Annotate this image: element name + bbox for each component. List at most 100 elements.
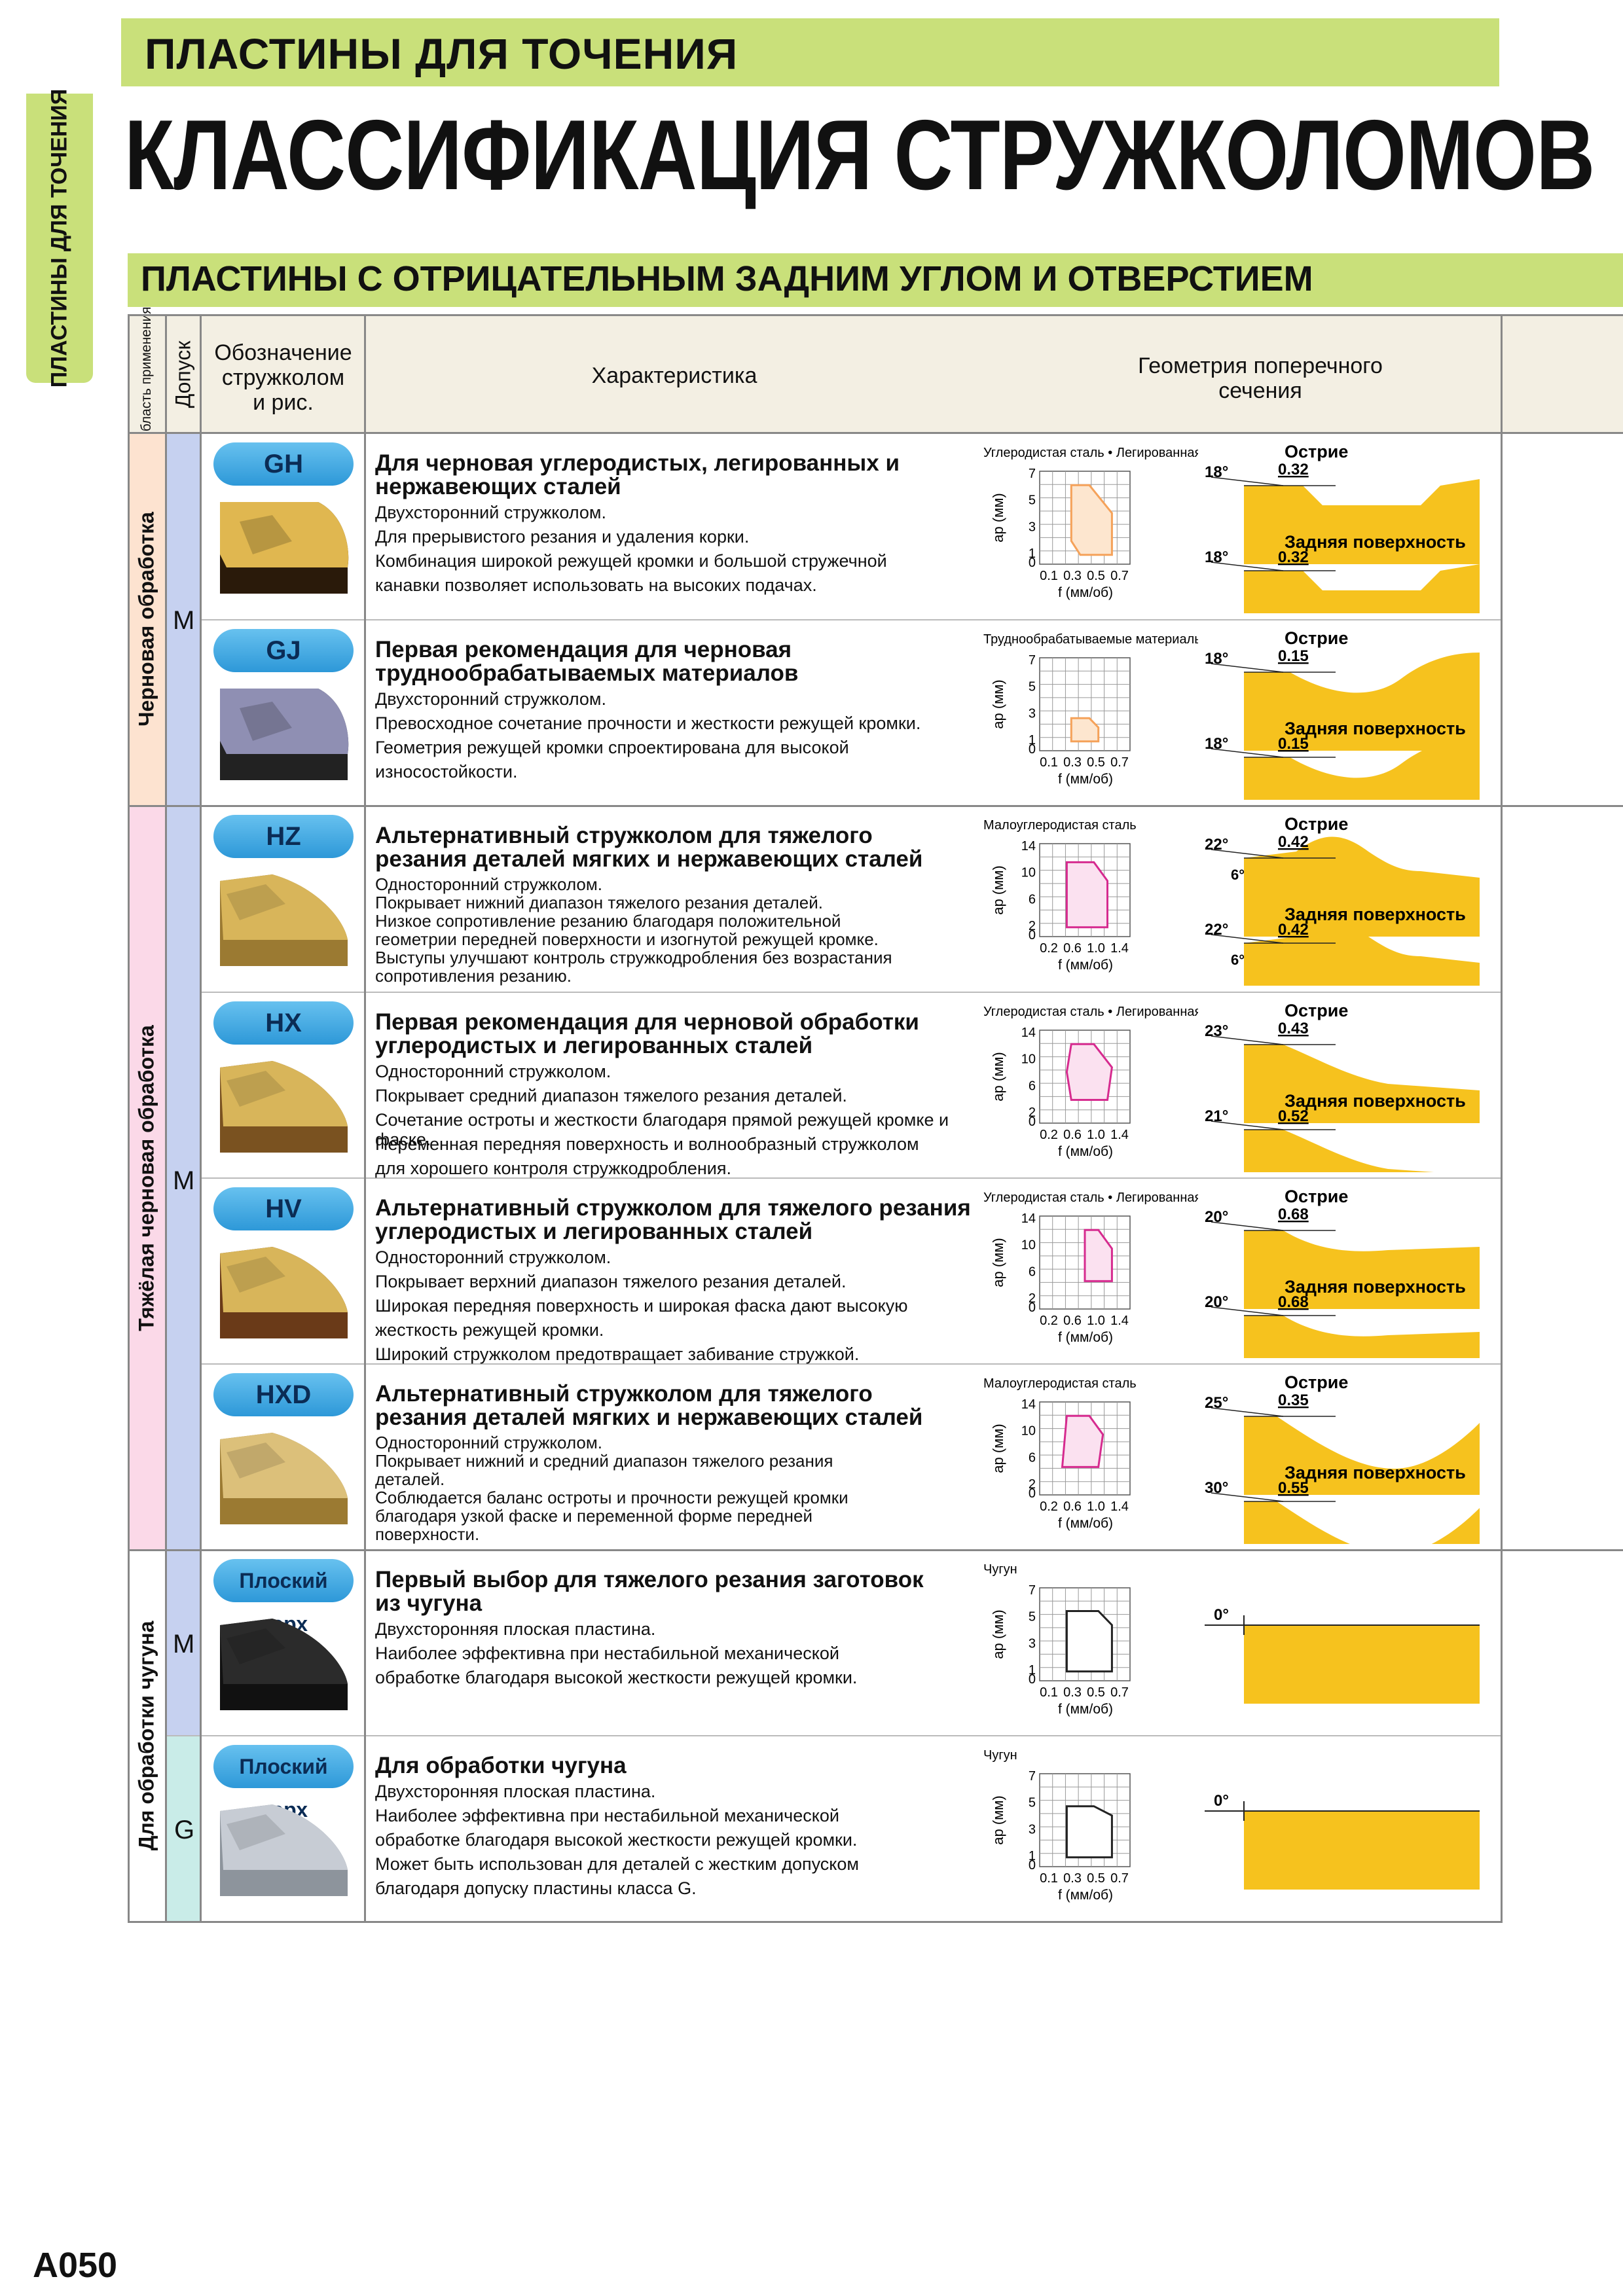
- angle-label: 22°: [1205, 921, 1228, 939]
- row-description-line: износостойкости.: [375, 762, 518, 781]
- chart-xtick: 0.5: [1087, 1871, 1105, 1886]
- chart-ylabel: ap (мм): [990, 1052, 1006, 1102]
- chart-xtick: 0.7: [1110, 755, 1129, 770]
- application-region: [1065, 861, 1108, 929]
- row-description-line: обработке благодаря высокой жесткости ре…: [375, 1830, 858, 1850]
- chart-xtick: 0.1: [1040, 1685, 1058, 1700]
- chart-ytick: 3: [1029, 520, 1036, 534]
- chipbreaker-code-badge: HX: [213, 1001, 354, 1045]
- row-description-line: Наиболее эффективна при нестабильной мех…: [375, 1643, 839, 1663]
- chart-ytick: 2: [1029, 919, 1036, 933]
- chart-xtick: 0.1: [1040, 755, 1058, 770]
- chart-xlabel: f (мм/об): [1058, 772, 1113, 787]
- row-title: Для черновая углеродистых, легированных …: [375, 450, 900, 476]
- angle-label: 21°: [1205, 1107, 1228, 1125]
- sharp-label: Острие: [1285, 442, 1348, 461]
- rear-label: Задняя поверхность: [1285, 905, 1466, 924]
- chart-xtick: 0.6: [1063, 1314, 1082, 1328]
- chart-ytick: 7: [1029, 467, 1036, 481]
- chart-ytick: 0: [1029, 928, 1036, 942]
- row-title: углеродистых и легированных сталей: [375, 1219, 813, 1244]
- chart-ytick: 14: [1021, 1397, 1036, 1412]
- chart-ytick: 6: [1029, 1079, 1036, 1093]
- chart-ytick: 5: [1029, 680, 1036, 694]
- region-label-rough: Черновая обработка: [134, 512, 158, 726]
- chart-ytick: 1: [1029, 1663, 1036, 1677]
- chart-ytick: 0: [1029, 1672, 1036, 1687]
- chart-xtick: 0.1: [1040, 1871, 1058, 1886]
- chart-ytick: 6: [1029, 1265, 1036, 1279]
- profile-fill: [1244, 653, 1480, 751]
- chart-xtick: 0.5: [1087, 755, 1105, 770]
- region-label-castiron: Для обработки чугуна: [134, 1621, 158, 1851]
- land-width-label: 0.32: [1278, 461, 1309, 478]
- angle-label: 18°: [1205, 735, 1228, 753]
- chart-ytick: 0: [1029, 556, 1036, 570]
- row-description-line: поверхности.: [375, 1524, 480, 1544]
- tolerance-cell-3: [166, 1550, 200, 1736]
- chart-xlabel: f (мм/об): [1058, 1330, 1113, 1345]
- row-title: из чугуна: [375, 1590, 483, 1616]
- table-header: [128, 315, 1623, 433]
- land-width-label: 0.42: [1278, 921, 1309, 939]
- chart-ytick: 14: [1021, 839, 1036, 853]
- chart-xtick: 0.3: [1063, 1871, 1082, 1886]
- row-title: Первый выбор для тяжелого резания загото…: [375, 1567, 924, 1592]
- chart-ytick: 10: [1021, 866, 1036, 880]
- page-title: КЛАССИФИКАЦИЯ СТРУЖКОЛОМОВ: [124, 99, 1595, 211]
- chart-xtick: 0.2: [1040, 1314, 1058, 1328]
- chart-xtick: 0.7: [1110, 1871, 1129, 1886]
- tolerance-cell-1: [166, 433, 200, 806]
- application-region: [1061, 1414, 1104, 1468]
- insert-image: [213, 868, 354, 973]
- row-title: Альтернативный стружколом для тяжелого: [375, 823, 873, 848]
- application-range-chart: Углеродистая сталь • Легированная сталь7…: [982, 445, 1239, 615]
- chart-material-label: Малоуглеродистая сталь: [983, 818, 1137, 833]
- row-description-line: Наиболее эффективна при нестабильной мех…: [375, 1806, 839, 1825]
- row-description-line: Односторонний стружколом.: [375, 1062, 611, 1081]
- chart-ylabel: ap (мм): [990, 865, 1006, 915]
- chart-ylabel: ap (мм): [990, 1424, 1006, 1473]
- header-designation: Обозначение стружколом и рис.: [214, 340, 352, 415]
- chart-xlabel: f (мм/об): [1058, 1516, 1113, 1531]
- row-description-line: Односторонний стружколом.: [375, 1433, 602, 1452]
- land-width-label: 0.55: [1278, 1479, 1309, 1497]
- row-description-line: канавки позволяет использовать на высоки…: [375, 575, 817, 595]
- chart-ytick: 7: [1029, 1769, 1036, 1784]
- row-description-line: Сочетание остроты и жесткости благодаря …: [375, 1110, 949, 1149]
- angle-label: 25°: [1205, 1394, 1228, 1412]
- chipbreaker-code-badge: HZ: [213, 815, 354, 858]
- row-title: Альтернативный стружколом для тяжелого: [375, 1381, 873, 1407]
- region-label-heavy: Тяжёлая черновая обработка: [134, 1025, 158, 1331]
- chart-xtick: 0.2: [1040, 941, 1058, 956]
- land-width-label: 0.35: [1278, 1391, 1309, 1409]
- row-description-line: Широкий стружколом предотвращает забиван…: [375, 1344, 860, 1364]
- chart-xtick: 0.6: [1063, 941, 1082, 956]
- chart-xtick: 0.7: [1110, 1685, 1129, 1700]
- row-description-line: благодаря допуску пластины класса G.: [375, 1878, 697, 1898]
- row-description-line: Может быть использован для деталей с жес…: [375, 1854, 859, 1874]
- row-description-line: деталей.: [375, 1469, 445, 1489]
- row-description-line: Покрывает средний диапазон тяжелого реза…: [375, 1086, 847, 1105]
- angle-label: 18°: [1205, 548, 1228, 566]
- chart-xlabel: f (мм/об): [1058, 585, 1113, 600]
- row-title: Первая рекомендация для черновой обработ…: [375, 1009, 919, 1035]
- profile-fill: [1244, 1416, 1480, 1495]
- land-width-label: 0.15: [1278, 735, 1309, 753]
- tolerance-value: M: [173, 1166, 195, 1195]
- row-description-line: Односторонний стружколом.: [375, 874, 602, 894]
- cross-section-geometry: 0°: [1205, 1553, 1493, 1730]
- row-description-line: Двухсторонняя плоская пластина.: [375, 1619, 656, 1639]
- rear-label: Задняя поверхность: [1285, 719, 1466, 738]
- chart-ytick: 0: [1029, 1486, 1036, 1501]
- row-description-line: обработке благодаря высокой жесткости ре…: [375, 1668, 858, 1687]
- angle-label: 6°: [1231, 952, 1245, 968]
- row-description-line: Переменная передняя поверхность и волноо…: [375, 1134, 919, 1154]
- row-title: труднообрабатываемых материалов: [375, 660, 799, 686]
- row-description-line: для хорошего контроля стружкодробления.: [375, 1158, 731, 1178]
- region-castiron: [128, 1550, 166, 1922]
